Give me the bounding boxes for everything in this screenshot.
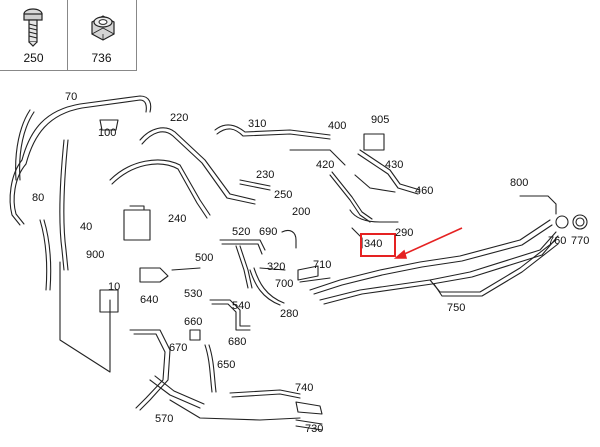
callout-label[interactable]: 400 (328, 120, 347, 132)
callout-label[interactable]: 650 (217, 359, 236, 371)
callout-label[interactable]: 100 (98, 127, 117, 139)
part-table: 250 736 (0, 0, 137, 71)
callout-label[interactable]: 280 (280, 308, 299, 320)
callout-label[interactable]: 530 (184, 288, 203, 300)
callout-label[interactable]: 900 (86, 249, 105, 261)
nut-icon (91, 15, 115, 41)
callout-label[interactable]: 220 (170, 112, 189, 124)
callout-label[interactable]: 430 (385, 159, 404, 171)
callout-label[interactable]: 710 (313, 259, 332, 271)
callout-label[interactable]: 680 (228, 336, 247, 348)
callout-label[interactable]: 70 (65, 91, 78, 103)
callout-label[interactable]: 670 (169, 342, 188, 354)
callout-label[interactable]: 340 (364, 238, 383, 250)
callout-label[interactable]: 420 (316, 159, 335, 171)
callout-label[interactable]: 240 (168, 213, 187, 225)
callout-label[interactable]: 40 (80, 221, 93, 233)
callout-label[interactable]: 290 (395, 227, 414, 239)
callout-label[interactable]: 640 (140, 294, 159, 306)
part-number: 250 (23, 51, 44, 65)
callout-label[interactable]: 80 (32, 192, 45, 204)
callout-label[interactable]: 770 (571, 235, 590, 247)
callout-label[interactable]: 800 (510, 177, 529, 189)
part-number: 736 (91, 51, 112, 65)
callout-label[interactable]: 310 (248, 118, 267, 130)
callout-label[interactable]: 500 (195, 252, 214, 264)
callout-label[interactable]: 750 (447, 302, 466, 314)
callout-label[interactable]: 570 (155, 413, 174, 425)
callout-label[interactable]: 760 (548, 235, 567, 247)
callout-label[interactable]: 730 (305, 423, 324, 435)
screw-icon (23, 8, 43, 47)
callout-label[interactable]: 10 (108, 281, 121, 293)
callout-label[interactable]: 230 (256, 169, 275, 181)
callout-label[interactable]: 905 (371, 114, 390, 126)
part-cell-736[interactable]: 736 (68, 0, 135, 70)
callout-label[interactable]: 660 (184, 316, 203, 328)
callout-label[interactable]: 740 (295, 382, 314, 394)
callout-label[interactable]: 200 (292, 206, 311, 218)
callout-label[interactable]: 540 (232, 300, 251, 312)
callout-label[interactable]: 700 (275, 278, 294, 290)
highlight-box (360, 233, 396, 257)
callout-label[interactable]: 460 (415, 185, 434, 197)
callout-label[interactable]: 520 (232, 226, 251, 238)
part-cell-250[interactable]: 250 (0, 0, 68, 70)
callout-label[interactable]: 320 (267, 261, 286, 273)
callout-label[interactable]: 690 (259, 226, 278, 238)
callout-label[interactable]: 250 (274, 189, 293, 201)
